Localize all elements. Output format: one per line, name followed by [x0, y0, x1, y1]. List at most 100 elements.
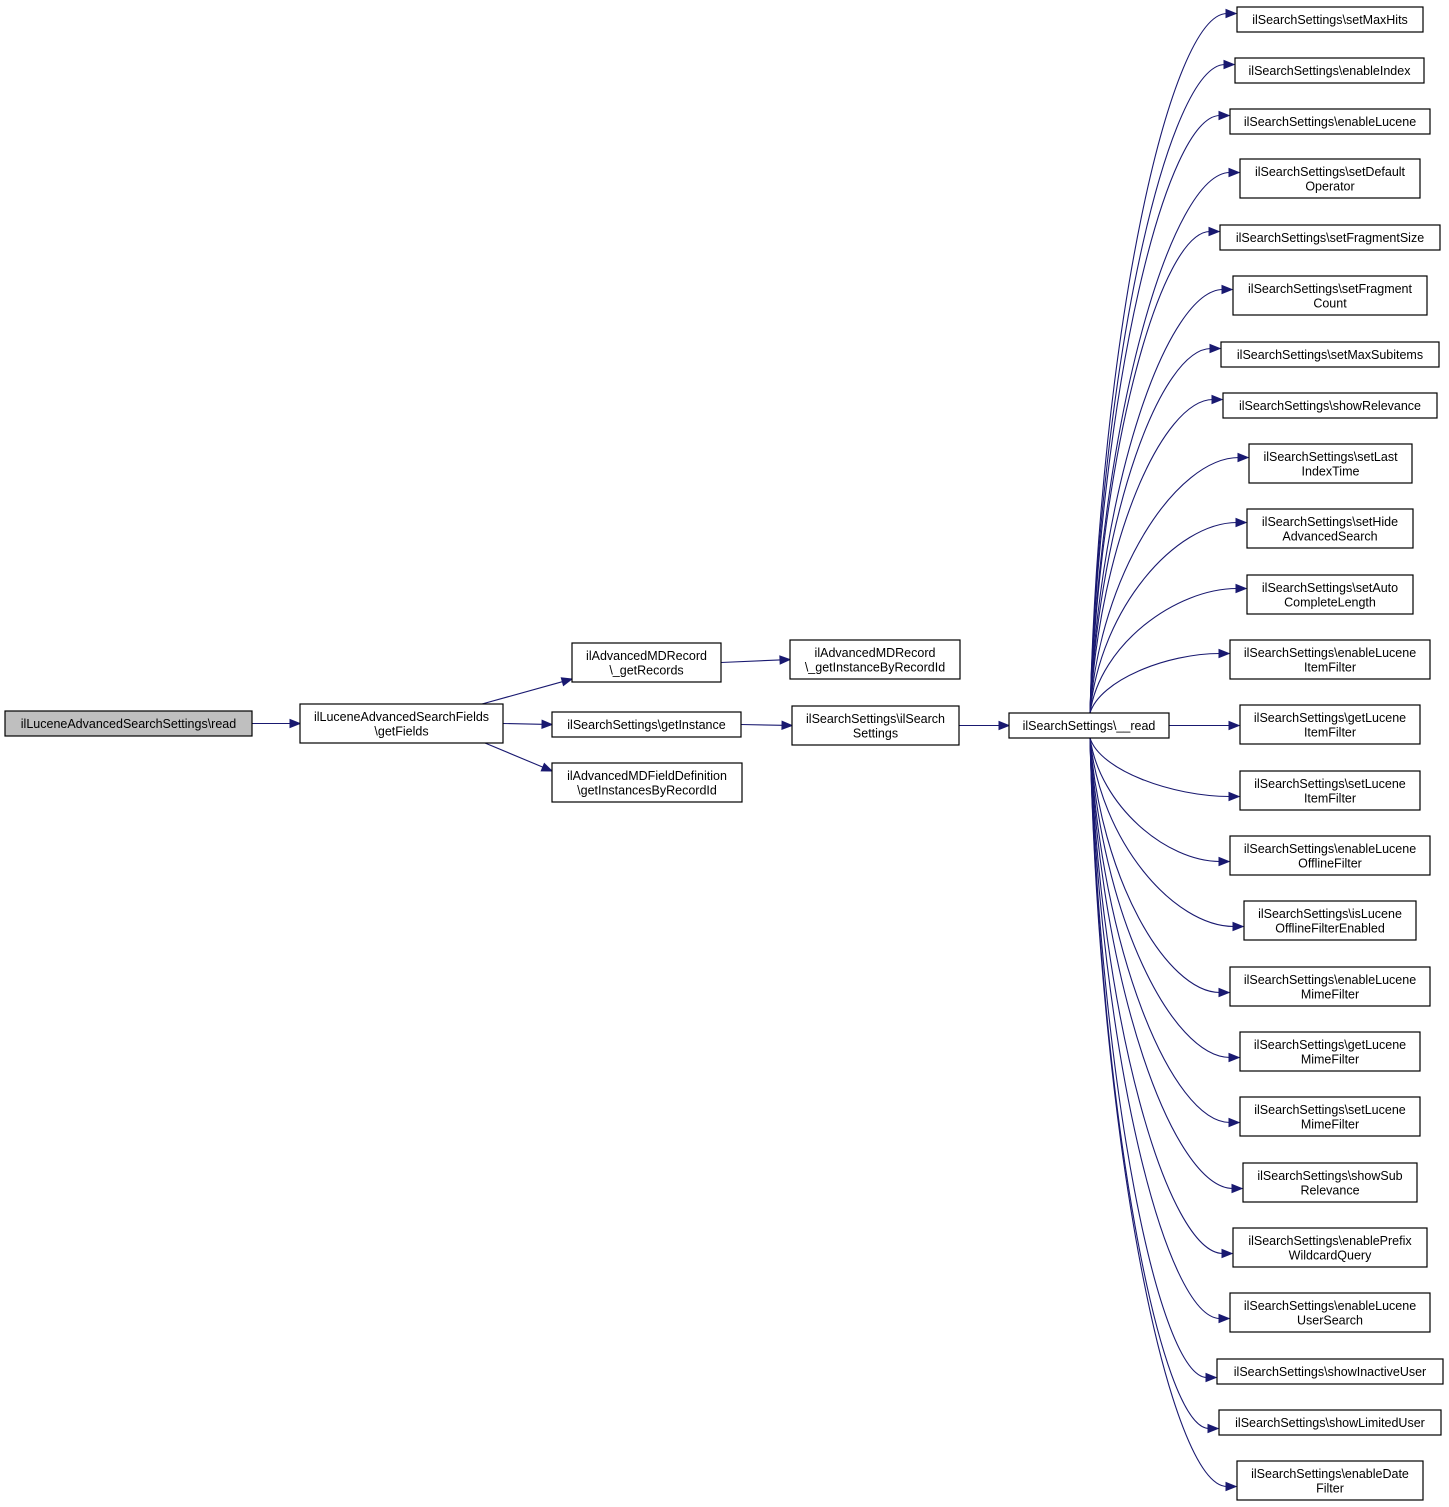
edge-read-to-t21-arrowhead — [1218, 1313, 1231, 1324]
edge-read-to-t10 — [1089, 587, 1238, 714]
edge-read-to-t9-arrowhead — [1235, 517, 1248, 528]
node-label-line: MimeFilter — [1301, 1052, 1359, 1066]
node-label-line: ilSearchSettings\getLucene — [1254, 1038, 1406, 1052]
edge-read-to-t7 — [1089, 398, 1214, 714]
node-label-line: \_getInstanceByRecordId — [805, 660, 945, 674]
node-label-line: ilSearchSettings\setAuto — [1262, 581, 1398, 595]
edge-read-to-t20-arrowhead — [1221, 1248, 1234, 1259]
node-box — [1246, 574, 1414, 615]
node-t15[interactable]: ilSearchSettings\isLuceneOfflineFilterEn… — [1243, 900, 1417, 941]
node-label-line: ilSearchSettings\enableIndex — [1249, 64, 1412, 78]
node-box — [1242, 1162, 1418, 1203]
node-label-line: ilSearchSettings\showRelevance — [1239, 399, 1421, 413]
node-box — [789, 639, 961, 680]
edge-read-to-t14-arrowhead — [1218, 856, 1231, 867]
edge-read-to-t2-arrowhead — [1218, 110, 1231, 121]
node-box — [551, 762, 743, 803]
node-label-line: ilSearchSettings\__read — [1023, 719, 1156, 733]
node-label-line: ItemFilter — [1304, 791, 1356, 805]
edge-read-to-t19 — [1089, 737, 1234, 1190]
edge-read-to-t16 — [1089, 737, 1221, 994]
node-box — [1239, 158, 1421, 199]
node-t7[interactable]: ilSearchSettings\showRelevance — [1222, 392, 1438, 419]
edge-read-to-t13 — [1089, 737, 1231, 798]
edge-read-to-t22 — [1089, 737, 1208, 1379]
node-root[interactable]: ilLuceneAdvancedSearchSettings\read — [4, 710, 253, 737]
node-label-line: \getInstancesByRecordId — [577, 783, 717, 797]
node-label-line: ilSearchSettings\setMaxHits — [1252, 13, 1408, 27]
node-label-line: ilAdvancedMDFieldDefinition — [567, 769, 727, 783]
edge-read-to-t1-arrowhead — [1223, 59, 1236, 70]
edge-read-to-t5-arrowhead — [1221, 284, 1234, 295]
node-box — [1229, 639, 1431, 680]
node-label-line: WildcardQuery — [1289, 1248, 1372, 1262]
node-t20[interactable]: ilSearchSettings\enablePrefixWildcardQue… — [1232, 1227, 1428, 1268]
node-getFields[interactable]: ilLuceneAdvancedSearchFields\getFields — [299, 703, 504, 744]
node-label-line: Filter — [1316, 1481, 1344, 1495]
edge-read-to-t8 — [1089, 456, 1240, 714]
node-t22[interactable]: ilSearchSettings\showInactiveUser — [1216, 1358, 1444, 1385]
edge-getInstanceSS-to-ctor — [740, 723, 783, 726]
node-box — [791, 705, 960, 746]
node-label-line: ilSearchSettings\showSub — [1257, 1169, 1402, 1183]
node-box — [571, 642, 722, 683]
node-label-line: \getFields — [374, 724, 428, 738]
node-getInstanceSS[interactable]: ilSearchSettings\getInstance — [551, 711, 742, 738]
node-t23[interactable]: ilSearchSettings\showLimitedUser — [1218, 1409, 1442, 1436]
node-label-line: ilLuceneAdvancedSearchSettings\read — [21, 717, 236, 731]
node-label-line: AdvancedSearch — [1282, 529, 1377, 543]
node-label-line: ilSearchSettings\setLast — [1263, 450, 1398, 464]
edge-getFields-to-getRecords-arrowhead — [560, 677, 574, 687]
edge-read-to-t0-arrowhead — [1225, 8, 1238, 19]
edge-read-to-t14 — [1089, 737, 1221, 863]
node-box — [1218, 1409, 1442, 1436]
node-box — [1234, 57, 1425, 84]
node-t4[interactable]: ilSearchSettings\setFragmentSize — [1219, 224, 1441, 251]
edge-read-to-t18-arrowhead — [1228, 1117, 1241, 1128]
node-read[interactable]: ilSearchSettings\__read — [1008, 712, 1170, 739]
node-t14[interactable]: ilSearchSettings\enableLuceneOfflineFilt… — [1229, 835, 1431, 876]
node-box — [1220, 341, 1440, 368]
edge-read-to-t6-arrowhead — [1209, 343, 1222, 354]
node-t1[interactable]: ilSearchSettings\enableIndex — [1234, 57, 1425, 84]
edge-read-to-t7-arrowhead — [1211, 394, 1224, 405]
node-label-line: ilSearchSettings\setLucene — [1254, 1103, 1406, 1117]
edge-read-to-t24-arrowhead — [1225, 1481, 1238, 1492]
node-label-line: ilAdvancedMDRecord — [815, 646, 936, 660]
node-ctor[interactable]: ilSearchSettings\ilSearchSettings — [791, 705, 960, 746]
node-label-line: OfflineFilterEnabled — [1275, 921, 1385, 935]
node-label-line: Operator — [1305, 179, 1354, 193]
node-getRecords[interactable]: ilAdvancedMDRecord\_getRecords — [571, 642, 722, 683]
node-t6[interactable]: ilSearchSettings\setMaxSubitems — [1220, 341, 1440, 368]
node-label-line: IndexTime — [1302, 464, 1360, 478]
node-label-line: ilSearchSettings\setLucene — [1254, 777, 1406, 791]
node-getInstanceByRecordId[interactable]: ilAdvancedMDRecord\_getInstanceByRecordI… — [789, 639, 961, 680]
edge-read-to-t9 — [1089, 521, 1238, 714]
edge-read-to-t24 — [1089, 737, 1228, 1488]
node-t0[interactable]: ilSearchSettings\setMaxHits — [1236, 6, 1424, 33]
edge-read-to-t6 — [1089, 347, 1212, 714]
edge-read-to-t1 — [1089, 63, 1226, 714]
node-label-line: ItemFilter — [1304, 725, 1356, 739]
edge-getRecords-to-getInstanceByRecordId-arrowhead — [779, 655, 792, 665]
node-t2[interactable]: ilSearchSettings\enableLucene — [1229, 108, 1431, 135]
node-getInstancesByRecordId[interactable]: ilAdvancedMDFieldDefinition\getInstances… — [551, 762, 743, 803]
edge-read-to-t5 — [1089, 288, 1224, 714]
edge-getFields-to-getRecords — [481, 681, 563, 705]
edge-read-to-t17-arrowhead — [1228, 1052, 1241, 1063]
